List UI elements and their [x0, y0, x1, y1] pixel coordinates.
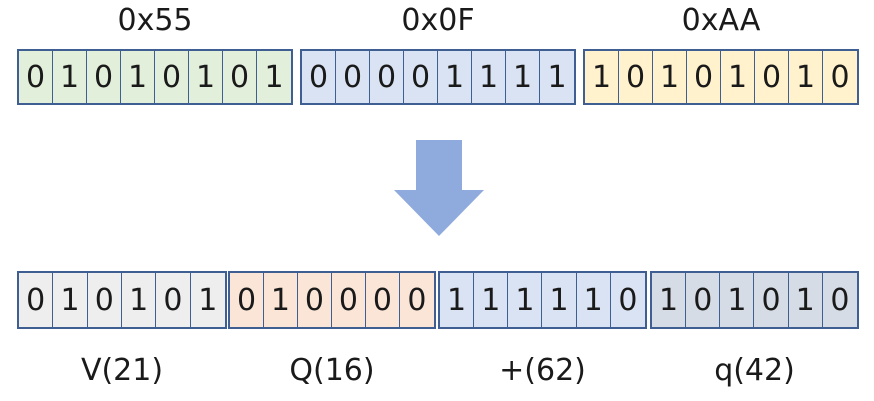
- bit-cell: 1: [576, 273, 611, 327]
- bit-cell: 0: [331, 273, 366, 327]
- bit-cell: 1: [540, 51, 574, 103]
- bit-cell: 0: [619, 51, 653, 103]
- bit-cell: 0: [155, 51, 189, 103]
- bit-cell: 0: [223, 51, 257, 103]
- input-byte-label: 0x55: [117, 3, 193, 38]
- bit-cell: 0: [610, 273, 645, 327]
- bit-cell: 1: [721, 51, 755, 103]
- bit-cell: 0: [87, 273, 122, 327]
- input-byte-label: 0xAA: [681, 3, 761, 38]
- bit-cell: 0: [823, 51, 857, 103]
- bit-cell: 0: [755, 51, 789, 103]
- bit-cell: 1: [506, 51, 540, 103]
- output-group-label: Q(16): [289, 353, 375, 388]
- bit-cell: 0: [19, 51, 53, 103]
- bit-cell: 1: [474, 273, 509, 327]
- input-byte-label: 0x0F: [401, 3, 475, 38]
- output-group-label: +(62): [499, 353, 586, 388]
- bit-cell: 0: [687, 51, 721, 103]
- bit-cell: 1: [508, 273, 543, 327]
- bit-cell: 1: [263, 273, 298, 327]
- bit-cell: 0: [302, 51, 336, 103]
- bit-cell: 0: [156, 273, 191, 327]
- bit-cell: 0: [686, 273, 721, 327]
- bit-cell: 1: [542, 273, 577, 327]
- bit-cell: 0: [399, 273, 434, 327]
- output-group-label: V(21): [80, 353, 164, 388]
- bit-cell: 0: [822, 273, 857, 327]
- bit-cell: 1: [653, 51, 687, 103]
- bit-cell: 1: [789, 51, 823, 103]
- bit-cell: 1: [53, 273, 88, 327]
- down-arrow-icon: [394, 140, 484, 236]
- bit-cell: 0: [230, 273, 264, 327]
- bit-cell: 0: [87, 51, 121, 103]
- bit-cell: 0: [19, 273, 54, 327]
- bit-cell: 1: [257, 51, 291, 103]
- bit-cell: 1: [652, 273, 687, 327]
- bit-cell: 1: [440, 273, 475, 327]
- bit-cell: 1: [53, 51, 87, 103]
- bit-cell: 1: [121, 51, 155, 103]
- bit-cell: 0: [404, 51, 438, 103]
- bit-cell: 0: [365, 273, 400, 327]
- bit-cell: 1: [190, 273, 225, 327]
- bit-cell: 0: [754, 273, 789, 327]
- bit-cell: 0: [370, 51, 404, 103]
- bit-cell: 1: [585, 51, 619, 103]
- bit-cell: 1: [121, 273, 157, 327]
- output-group-label: q(42): [714, 353, 795, 388]
- bit-cell: 1: [189, 51, 223, 103]
- bit-cell: 1: [472, 51, 506, 103]
- bit-cell: 0: [297, 273, 332, 327]
- bit-cell: 0: [336, 51, 370, 103]
- bit-cell: 1: [788, 273, 823, 327]
- bit-cell: 1: [720, 273, 755, 327]
- bit-cell: 1: [438, 51, 472, 103]
